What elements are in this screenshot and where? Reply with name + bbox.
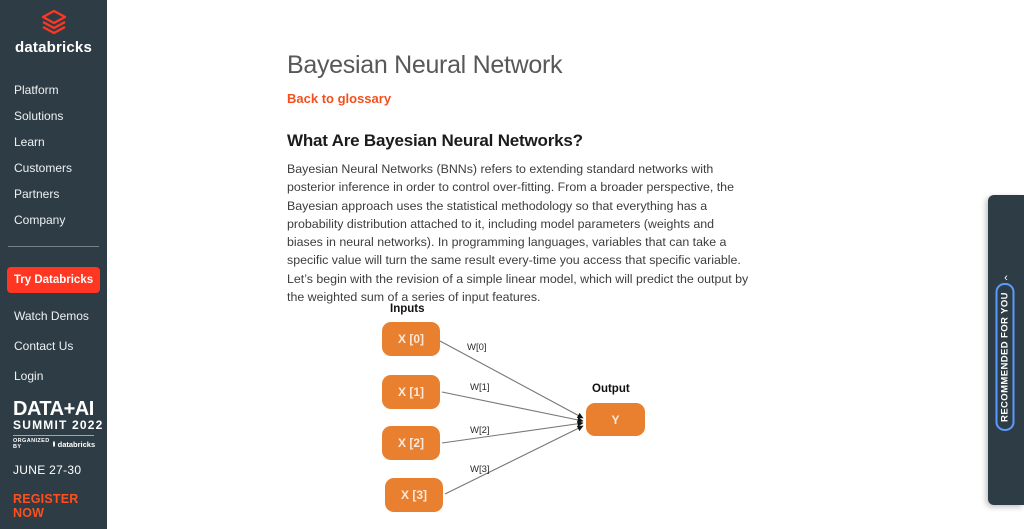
databricks-logo-icon	[41, 9, 66, 35]
sidebar-item-customers[interactable]: Customers	[14, 161, 73, 175]
input-node-x0: X [0]	[382, 322, 440, 356]
page-title: Bayesian Neural Network	[287, 51, 563, 79]
weight-label-w2: W[2]	[470, 425, 490, 436]
connector-lines	[439, 340, 584, 495]
edge-w1	[441, 391, 584, 423]
input-node-x1: X [1]	[382, 375, 440, 409]
sidebar-divider	[8, 246, 99, 247]
intro-paragraph: Bayesian Neural Networks (BNNs) refers t…	[287, 162, 749, 305]
sidebar-item-contact-us[interactable]: Contact Us	[14, 339, 74, 353]
organizer-name: databricks	[57, 439, 96, 449]
sidebar-item-partners[interactable]: Partners	[14, 187, 60, 201]
summit-title: DATA+AI	[13, 398, 94, 420]
summit-date: JUNE 27-30	[13, 463, 82, 477]
recommended-for-you-panel: ‹ RECOMMENDED FOR YOU	[988, 195, 1024, 505]
sidebar-item-platform[interactable]: Platform	[14, 83, 59, 97]
sidebar-item-company[interactable]: Company	[14, 213, 66, 227]
edge-w0	[439, 340, 584, 419]
sidebar-item-solutions[interactable]: Solutions	[14, 109, 64, 123]
sidebar-item-watch-demos[interactable]: Watch Demos	[14, 309, 89, 323]
primary-nav: Platform Solutions Learn Customers Partn…	[0, 77, 107, 233]
databricks-logo[interactable]: databricks	[0, 0, 107, 56]
organizer-logo-icon	[52, 441, 55, 447]
weight-label-w1: W[1]	[470, 382, 490, 393]
output-node-y: Y	[586, 403, 645, 436]
output-label: Output	[592, 383, 630, 395]
weight-label-w0: W[0]	[467, 342, 487, 353]
article: Bayesian Neural Network Back to glossary…	[287, 51, 749, 306]
edge-w2	[441, 420, 584, 444]
neural-network-diagram: Inputs Output X [0] X [1] X [2] X [3] Y …	[378, 302, 668, 527]
summit-banner: DATA+AI SUMMIT 2022 ORGANIZED BY databri…	[13, 399, 107, 520]
input-node-x2: X [2]	[382, 426, 440, 460]
organized-by-label: ORGANIZED BY	[13, 438, 50, 450]
section-heading: What Are Bayesian Neural Networks?	[287, 131, 583, 150]
inputs-label: Inputs	[390, 303, 425, 315]
back-to-glossary-link[interactable]: Back to glossary	[287, 91, 392, 106]
edge-w3	[444, 425, 584, 495]
secondary-nav: Watch Demos Contact Us Login	[0, 301, 107, 391]
register-now-link[interactable]: REGISTER NOW	[13, 492, 79, 520]
summit-subtitle: SUMMIT 2022	[13, 418, 104, 432]
summit-organized-by: ORGANIZED BY databricks	[13, 435, 96, 450]
databricks-wordmark: databricks	[14, 39, 93, 56]
weight-label-w3: W[3]	[470, 464, 490, 475]
collapse-chevron-icon[interactable]: ‹	[1004, 272, 1008, 284]
sidebar-item-learn[interactable]: Learn	[14, 135, 45, 149]
sidebar: databricks Platform Solutions Learn Cust…	[0, 0, 107, 529]
try-databricks-button[interactable]: Try Databricks	[7, 267, 100, 293]
sidebar-item-login[interactable]: Login	[14, 369, 44, 383]
recommended-for-you-tab[interactable]: RECOMMENDED FOR YOU	[995, 283, 1015, 431]
input-node-x3: X [3]	[385, 478, 443, 512]
